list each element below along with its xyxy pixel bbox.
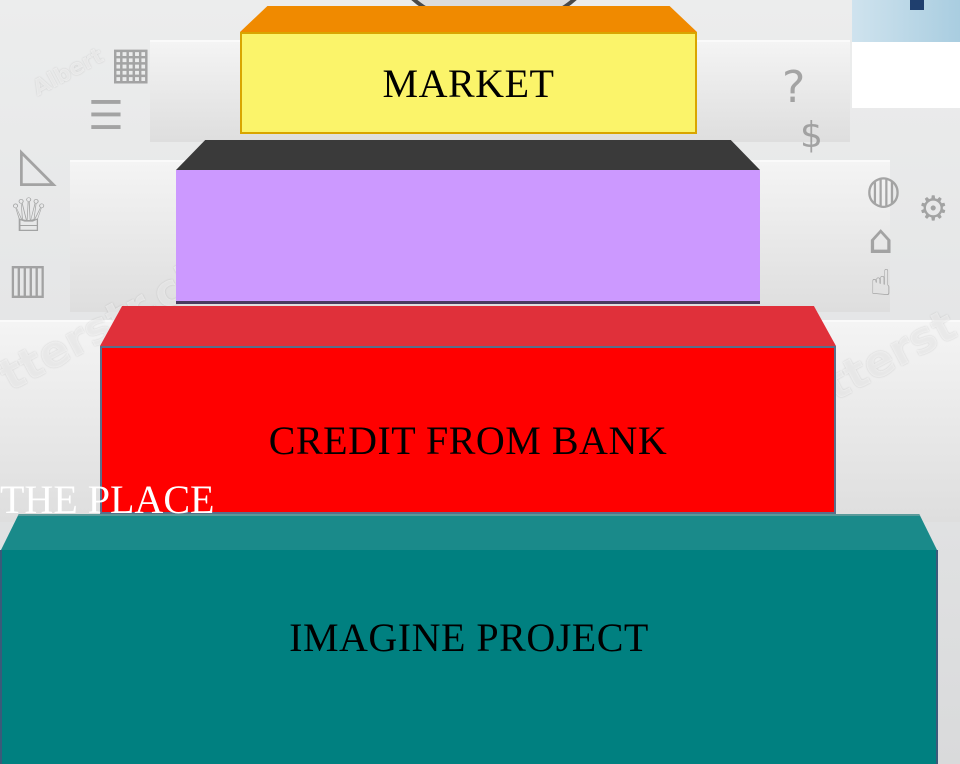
thumbs-up-icon: ☝ [870,263,892,304]
side-label: THE PLACE [0,477,215,522]
credit-step-top [100,306,836,346]
imagine-label: IMAGINE PROJECT [289,614,649,660]
purple-step [176,170,760,304]
market-step: MARKET [240,32,697,134]
purple-step-top [176,140,760,170]
trophy-icon: ♕ [8,188,50,242]
calculator-icon: ▦ [110,38,152,89]
bar-chart-icon: ▥ [8,254,48,303]
house-icon: ⌂ [868,217,894,263]
imagine-step-top [0,514,938,552]
credit-label: CREDIT FROM BANK [268,417,668,463]
globe-icon: ◍ [866,167,901,213]
imagine-step: IMAGINE PROJECT [0,550,938,764]
ruler-icon: ◺ [20,136,57,192]
market-step-top [240,6,697,32]
money-icon: $ [800,115,823,156]
market-label: MARKET [382,60,555,106]
speech-bubble-icon: ? [782,62,806,113]
gears-icon: ⚙ [918,189,949,229]
corner-image [852,0,960,42]
books-icon: ☰ [88,93,124,139]
credit-step: CREDIT FROM BANK [100,346,836,514]
